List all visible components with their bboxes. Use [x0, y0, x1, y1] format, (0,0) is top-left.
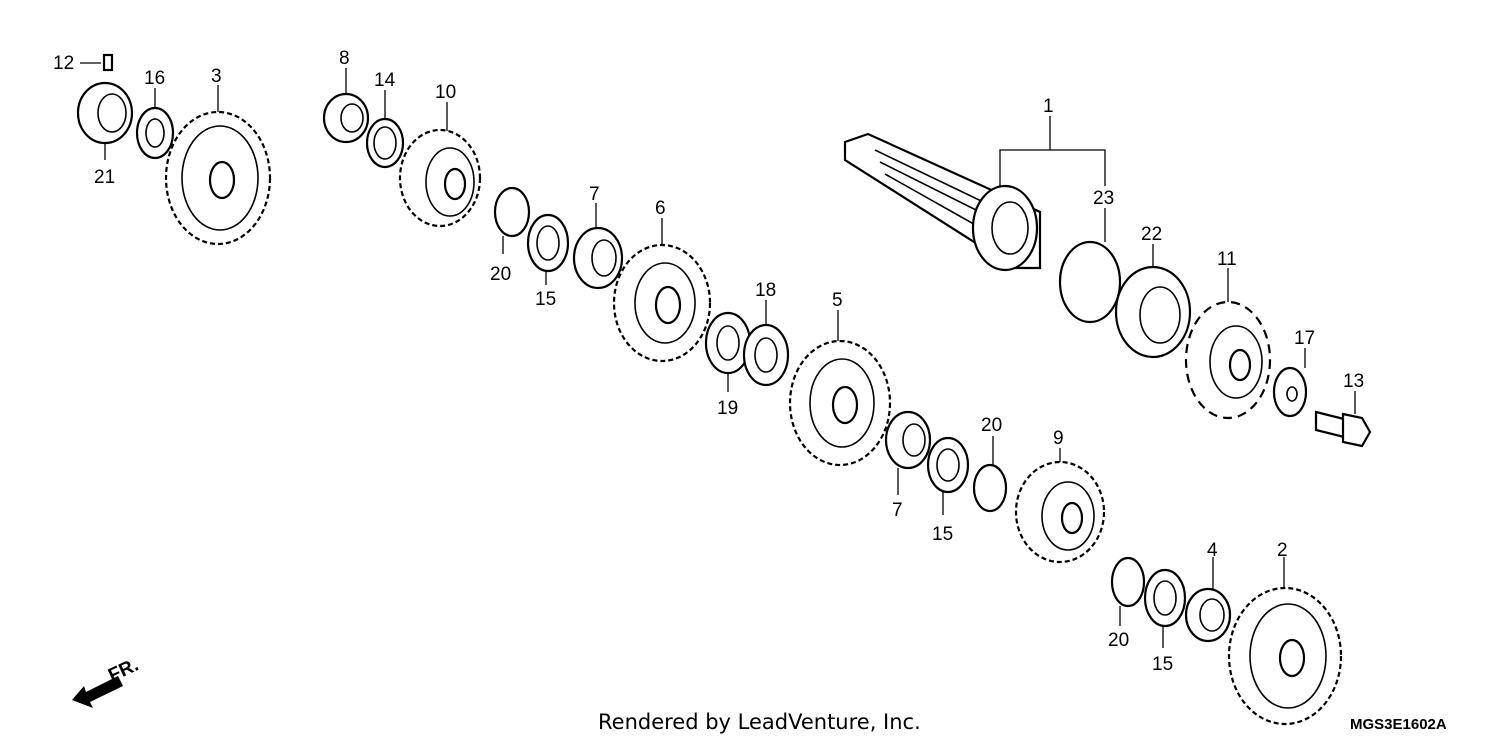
- callout-11: 11: [1217, 249, 1237, 270]
- callout-20-middle: 20: [981, 415, 1002, 436]
- part-drive-sprocket-11: [1184, 300, 1272, 420]
- leader-lines: [80, 62, 1356, 648]
- callout-15-lower: 15: [1152, 654, 1173, 675]
- callout-14: 14: [374, 70, 396, 91]
- part-snap-ring-23: [1058, 240, 1122, 324]
- part-lock-washer-19: [704, 311, 752, 375]
- front-arrow: FR.: [72, 655, 142, 708]
- part-gear-2: [1227, 586, 1343, 726]
- callout-12: 12: [53, 53, 74, 74]
- part-circlip-20b: [972, 463, 1008, 513]
- callout-13: 13: [1343, 371, 1364, 392]
- callout-labels: 1 2 3 4 5 6 7 7 8 9 10 11 12 13 14 15 15…: [53, 48, 1364, 675]
- callout-18: 18: [755, 280, 776, 301]
- part-gear-6: [612, 243, 712, 363]
- callout-8: 8: [339, 48, 350, 69]
- part-bushing-4: [1184, 587, 1232, 643]
- callout-15-middle: 15: [932, 524, 953, 545]
- callout-3: 3: [211, 66, 222, 87]
- part-washer-16: [135, 106, 175, 160]
- part-lock-washer-18: [742, 323, 790, 387]
- part-circlip-20c: [1110, 556, 1146, 608]
- part-splined-washer-15c: [1143, 568, 1187, 628]
- callout-20-lower: 20: [1108, 630, 1129, 651]
- part-washer-14: [365, 117, 405, 169]
- render-credit: Rendered by LeadVenture, Inc.: [598, 710, 921, 734]
- callout-7-lower: 7: [892, 500, 903, 521]
- part-gear-3: [164, 110, 272, 246]
- callout-6: 6: [655, 198, 666, 219]
- part-needle-bearing-7b: [884, 410, 932, 470]
- part-needle-bearing-21: [76, 81, 134, 145]
- part-mainshaft-1: [843, 132, 1042, 272]
- part-washer-17: [1272, 366, 1308, 418]
- callout-9: 9: [1053, 428, 1064, 449]
- part-gear-9: [1014, 460, 1106, 564]
- callout-15-upper: 15: [535, 289, 556, 310]
- part-bushing-8: [322, 92, 370, 144]
- callout-7-upper: 7: [589, 184, 600, 205]
- callout-20-upper: 20: [490, 264, 511, 285]
- part-pin: [102, 53, 114, 72]
- callout-10: 10: [435, 82, 456, 103]
- callout-1: 1: [1043, 96, 1054, 117]
- callout-19: 19: [717, 398, 738, 419]
- part-oil-seal-22: [1114, 265, 1192, 359]
- part-circlip-20a: [493, 186, 531, 238]
- diagram-code: MGS3E1602A: [1350, 716, 1447, 733]
- part-bolt-13: [1314, 410, 1372, 448]
- callout-2: 2: [1277, 540, 1288, 561]
- callout-4: 4: [1207, 540, 1218, 561]
- part-gear-10: [398, 128, 482, 228]
- part-splined-washer-15a: [526, 213, 570, 273]
- callout-5: 5: [832, 290, 843, 311]
- callout-21: 21: [94, 167, 115, 188]
- callout-17: 17: [1294, 328, 1315, 349]
- part-splined-washer-15b: [926, 436, 970, 494]
- callout-23: 23: [1093, 188, 1114, 209]
- callout-16: 16: [144, 68, 165, 89]
- part-gear-5: [788, 339, 892, 467]
- callout-22: 22: [1141, 224, 1162, 245]
- part-needle-bearing-7a: [572, 226, 624, 290]
